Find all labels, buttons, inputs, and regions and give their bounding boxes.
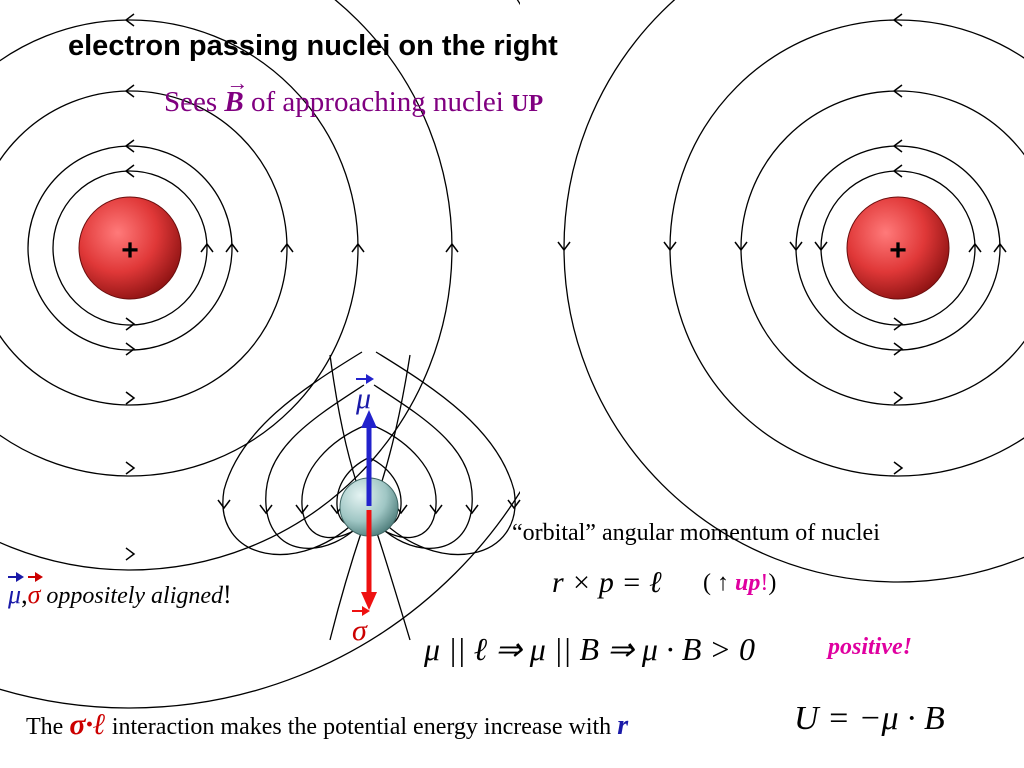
up-paren-close: ) bbox=[768, 570, 777, 596]
left-nucleus bbox=[78, 196, 182, 300]
left-field-circle bbox=[0, 0, 520, 709]
left-nucleus-sign: + bbox=[121, 234, 139, 267]
arrow-head bbox=[217, 499, 231, 510]
arrow-head bbox=[893, 342, 904, 356]
dipole-field-lines bbox=[222, 351, 516, 641]
right-field-circle bbox=[795, 145, 1001, 351]
left-field-circle bbox=[0, 90, 288, 406]
arrow-head bbox=[225, 242, 239, 253]
arrow-head bbox=[429, 504, 443, 515]
arrow-head bbox=[892, 139, 903, 153]
arrow-head bbox=[125, 461, 136, 475]
subtitle-pre: Sees bbox=[164, 86, 225, 118]
arrow-head bbox=[445, 242, 459, 253]
left-field-circle bbox=[0, 0, 453, 571]
mu-arrow bbox=[361, 410, 377, 506]
arrow-head bbox=[125, 391, 136, 405]
up-word: up bbox=[735, 570, 761, 596]
mu-symbol: μ bbox=[356, 382, 372, 415]
right-field-lines bbox=[563, 0, 1024, 583]
angular-momentum-equation: r × p = ℓ bbox=[552, 566, 662, 599]
arrow-head bbox=[124, 84, 135, 98]
arrow-head bbox=[968, 242, 982, 253]
right-field-circle bbox=[563, 0, 1024, 583]
up-note: ( ↑ up!) bbox=[703, 570, 776, 597]
subtitle: Sees →B of approaching nuclei UP bbox=[164, 70, 544, 119]
conclusion-sigma: σ bbox=[69, 708, 86, 741]
right-field-circle bbox=[669, 19, 1024, 477]
align-sigma: σ bbox=[27, 580, 41, 609]
conclusion-dot: · bbox=[85, 708, 93, 741]
left-field-circle bbox=[52, 170, 208, 326]
arrow-head bbox=[507, 499, 521, 510]
align-bang: ! bbox=[223, 580, 232, 609]
b-field-letter: B bbox=[224, 86, 244, 118]
conclusion-r: r bbox=[617, 710, 629, 741]
arrow-head bbox=[124, 13, 135, 27]
subtitle-mid: of approaching nuclei bbox=[243, 86, 512, 118]
up-bang: ! bbox=[760, 570, 769, 596]
positive-note: positive! bbox=[828, 634, 912, 661]
arrow-head bbox=[893, 317, 904, 331]
left-field-circle bbox=[0, 19, 359, 477]
conclusion-pre: The bbox=[26, 714, 70, 740]
arrow-head bbox=[200, 242, 214, 253]
sigma-label: σ bbox=[352, 606, 370, 648]
right-field-circle bbox=[820, 170, 976, 326]
arrow-head bbox=[280, 242, 294, 253]
right-nucleus-sign: + bbox=[889, 234, 907, 267]
mu-label: μ bbox=[356, 374, 375, 416]
right-nucleus bbox=[846, 196, 950, 300]
orbital-caption: “orbital” angular momentum of nuclei bbox=[512, 520, 880, 546]
slide-title: electron passing nuclei on the right bbox=[68, 30, 558, 62]
arrow-head bbox=[892, 84, 903, 98]
arrow-head bbox=[259, 504, 273, 515]
vector-arrow-icon: → bbox=[226, 70, 249, 95]
conclusion-ell: ℓ bbox=[92, 708, 106, 741]
align-text: oppositely aligned bbox=[40, 583, 224, 609]
arrow-head bbox=[893, 461, 904, 475]
implication-chain: μ || ℓ ⇒ μ || B ⇒ μ · B > 0 bbox=[424, 631, 756, 667]
b-field-symbol: →B bbox=[224, 70, 248, 118]
arrow-head bbox=[557, 241, 571, 252]
sigma-arrow bbox=[361, 510, 377, 610]
positive-word: positive bbox=[828, 634, 903, 660]
arrow-head bbox=[892, 164, 903, 178]
left-field-lines bbox=[0, 0, 520, 709]
arrow-head bbox=[734, 241, 748, 252]
arrow-head bbox=[465, 504, 479, 515]
align-comma: , bbox=[21, 580, 28, 609]
arrow-head bbox=[892, 13, 903, 27]
arrow-head bbox=[124, 164, 135, 178]
left-field-circle bbox=[27, 145, 233, 351]
arrow-head bbox=[893, 391, 904, 405]
energy-equation: U = −μ · B bbox=[794, 700, 945, 737]
conclusion: The σ·ℓ interaction makes the potential … bbox=[26, 708, 628, 742]
arrow-head bbox=[993, 242, 1007, 253]
arrow-head bbox=[125, 547, 136, 561]
right-field-arrows bbox=[557, 13, 1007, 475]
up-paren-open: ( ↑ bbox=[703, 570, 735, 596]
arrow-head bbox=[295, 504, 309, 515]
sigma-symbol: σ bbox=[352, 614, 367, 647]
align-mu: μ bbox=[8, 580, 22, 609]
arrow-head bbox=[789, 241, 803, 252]
left-field-arrows bbox=[124, 13, 459, 561]
dipole-arrows bbox=[217, 499, 521, 515]
arrow-head bbox=[124, 139, 135, 153]
arrow-head bbox=[125, 342, 136, 356]
right-field-circle bbox=[740, 90, 1024, 406]
conclusion-mid: interaction makes the potential energy i… bbox=[105, 714, 618, 740]
alignment-note: μ,σ oppositely aligned! bbox=[8, 572, 232, 610]
arrow-head bbox=[351, 242, 365, 253]
arrow-head bbox=[125, 317, 136, 331]
arrow-head bbox=[814, 241, 828, 252]
subtitle-up: UP bbox=[511, 91, 544, 117]
arrow-head bbox=[663, 241, 677, 252]
positive-bang: ! bbox=[902, 634, 912, 660]
